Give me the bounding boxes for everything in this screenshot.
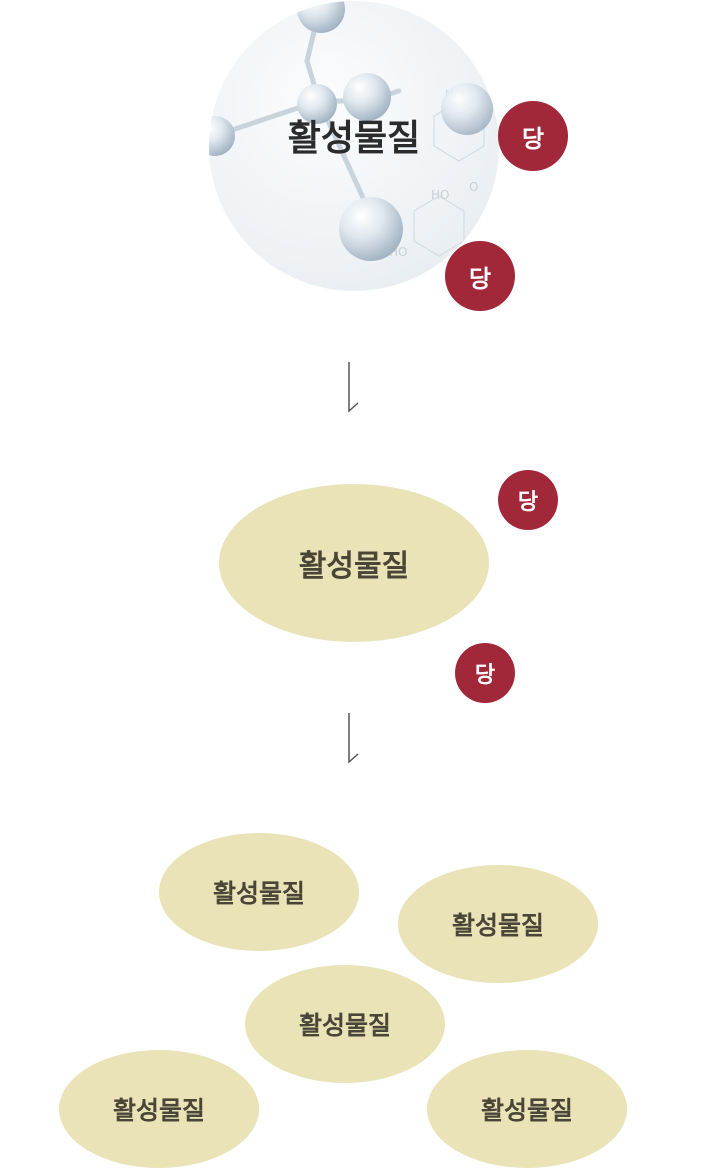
molecule-image-circle: HO HO O HO HO 활성물질 — [209, 1, 499, 291]
molecule-illustration: HO HO O HO HO — [209, 1, 499, 261]
active-substance-ellipse-3c: 활성물질 — [245, 965, 445, 1083]
sugar-badge-label: 당 — [517, 490, 539, 515]
sugar-badge-3: 당 — [498, 470, 558, 530]
active-substance-ellipse-stage2: 활성물질 — [219, 484, 489, 642]
sugar-badge-label: 당 — [474, 663, 496, 688]
active-substance-label-3d: 활성물질 — [112, 1096, 205, 1125]
active-substance-label-2: 활성물질 — [298, 549, 410, 584]
sugar-badge-1: 당 — [498, 101, 568, 171]
active-substance-ellipse-3a: 활성물질 — [159, 833, 359, 951]
sugar-badge-label: 당 — [521, 124, 545, 153]
active-substance-ellipse-3d: 활성물질 — [59, 1050, 259, 1168]
active-substance-label-1: 활성물질 — [287, 118, 421, 159]
active-substance-ellipse-3e: 활성물질 — [427, 1050, 627, 1168]
active-substance-ellipse-3b: 활성물질 — [398, 865, 598, 983]
svg-text:HO: HO — [431, 188, 449, 202]
arrow-down-2 — [344, 713, 364, 767]
active-substance-label-3b: 활성물질 — [451, 911, 544, 940]
arrow-down-1 — [344, 362, 364, 416]
sugar-badge-label: 당 — [468, 264, 492, 293]
active-substance-label-3a: 활성물질 — [212, 879, 305, 908]
sugar-badge-4: 당 — [455, 643, 515, 703]
active-substance-label-3c: 활성물질 — [298, 1011, 391, 1040]
sugar-badge-2: 당 — [445, 241, 515, 311]
active-substance-label-3e: 활성물질 — [480, 1096, 573, 1125]
svg-text:O: O — [469, 180, 478, 194]
